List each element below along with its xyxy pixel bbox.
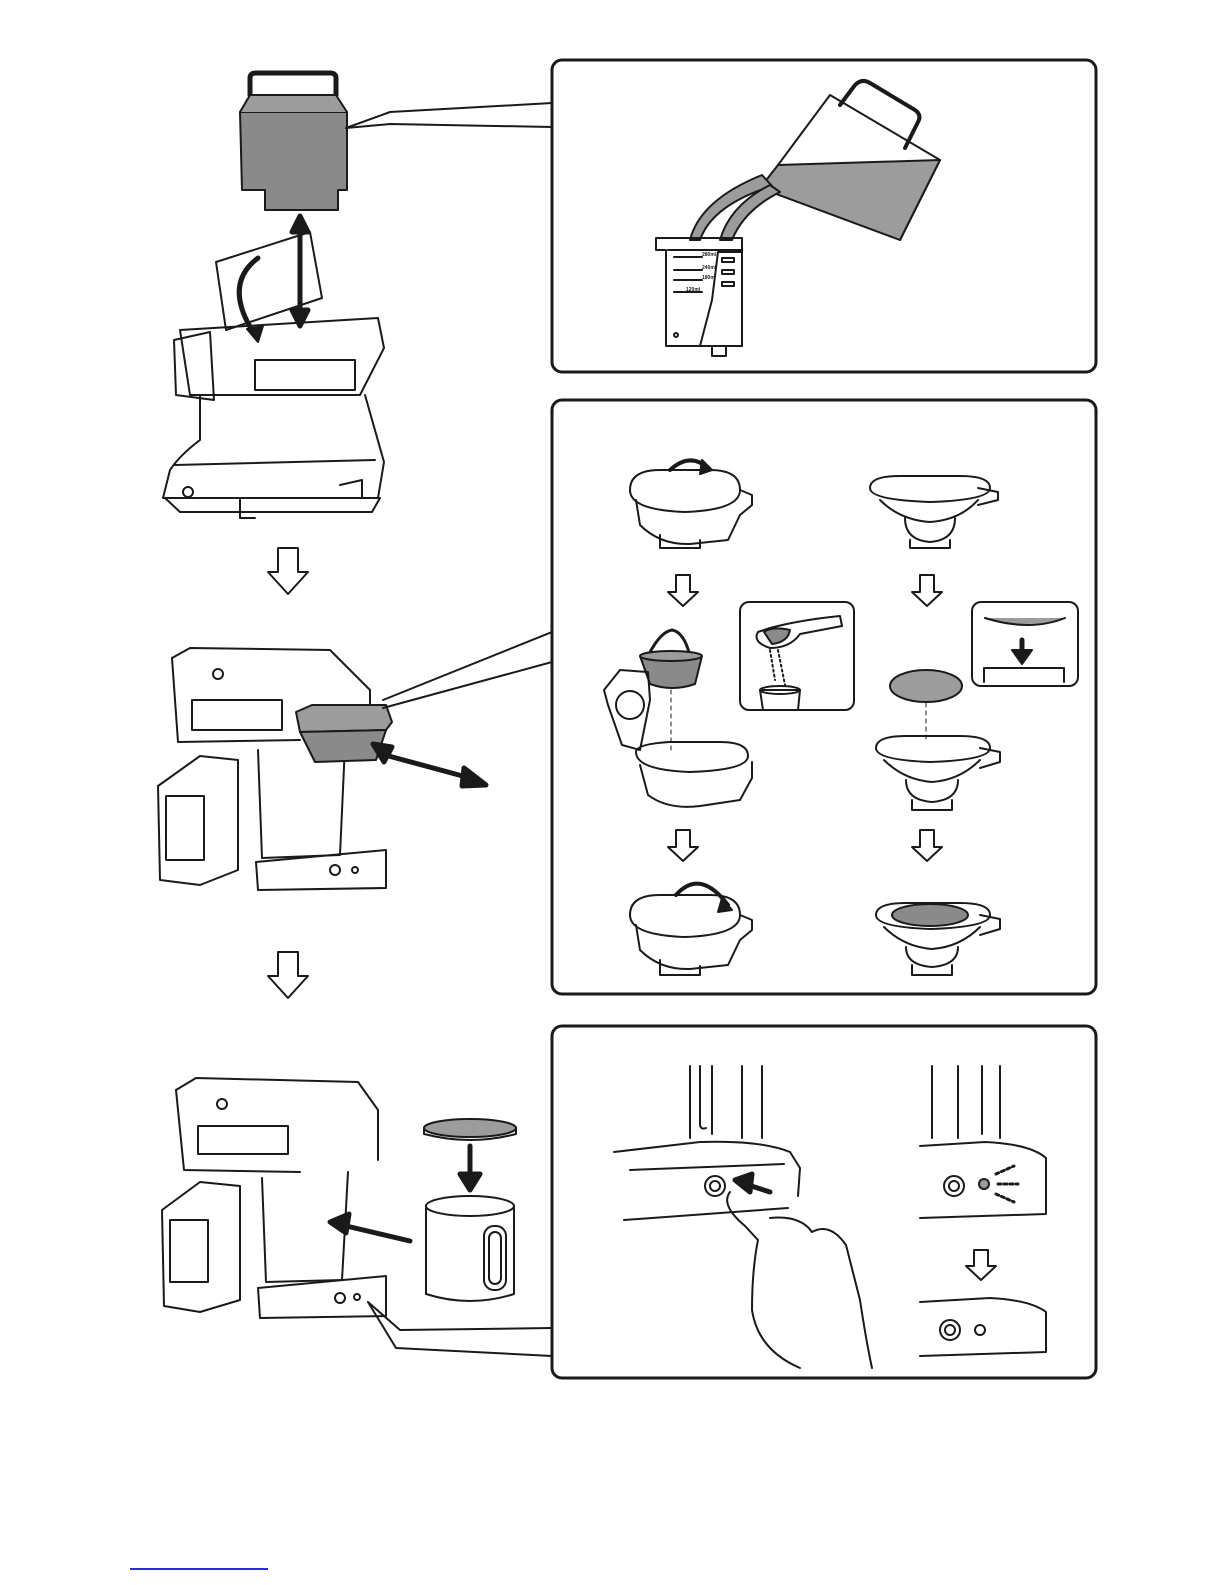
down-arrow-icon bbox=[668, 575, 698, 606]
filter-holder-closed bbox=[630, 884, 752, 975]
slide-out-arrow-icon bbox=[373, 744, 486, 786]
coffee-scoop-icon bbox=[740, 602, 854, 710]
capsule-adapter-icon bbox=[870, 476, 998, 548]
down-arrow-icon bbox=[268, 548, 308, 594]
callout-prepare-filter bbox=[383, 400, 1096, 994]
water-tank-icon bbox=[240, 73, 347, 210]
callout-start-brew bbox=[368, 1026, 1096, 1378]
down-arrow-icon bbox=[912, 575, 942, 606]
down-arrow-icon bbox=[668, 830, 698, 861]
down-arrow-icon bbox=[268, 952, 308, 998]
coffee-maker-icon bbox=[162, 1078, 386, 1318]
pitcher-icon bbox=[690, 81, 940, 240]
pad-zoom-icon bbox=[972, 602, 1078, 686]
down-arrow-icon bbox=[460, 1146, 480, 1190]
mug-icon bbox=[426, 1196, 514, 1301]
filter-holder-open bbox=[630, 460, 752, 548]
capsule-adapter-icon bbox=[876, 736, 1000, 810]
step-remove-tank bbox=[163, 73, 384, 518]
coffee-maker-icon bbox=[163, 232, 384, 518]
finger-icon bbox=[727, 1192, 872, 1368]
indicator-light-off-icon bbox=[920, 1298, 1046, 1356]
pad-disc-icon bbox=[890, 670, 962, 742]
page-link-underline bbox=[130, 1568, 268, 1570]
tank-mark-240: 240ml bbox=[702, 265, 717, 271]
coffee-maker-icon bbox=[158, 648, 386, 890]
down-arrow-icon bbox=[912, 830, 942, 861]
power-button-icon bbox=[614, 1066, 800, 1220]
slide-out-arrow-icon bbox=[330, 1214, 410, 1241]
capsule-adapter-filled-icon bbox=[876, 903, 1000, 975]
filter-holder-lid-open bbox=[604, 670, 752, 807]
step-place-mug bbox=[162, 1078, 516, 1318]
tank-mark-120: 120ml bbox=[686, 287, 701, 293]
tank-mark-280: 280ml bbox=[702, 252, 717, 258]
down-arrow-icon bbox=[966, 1250, 996, 1280]
callout-fill-tank: 280ml 240ml 180ml 120ml bbox=[346, 60, 1096, 372]
step-pull-drawer bbox=[158, 648, 486, 890]
water-tank-icon: 280ml 240ml 180ml 120ml bbox=[656, 238, 742, 356]
mug-lid-icon bbox=[424, 1119, 516, 1140]
indicator-light-icon bbox=[920, 1066, 1046, 1218]
press-arrow-icon bbox=[735, 1174, 770, 1192]
